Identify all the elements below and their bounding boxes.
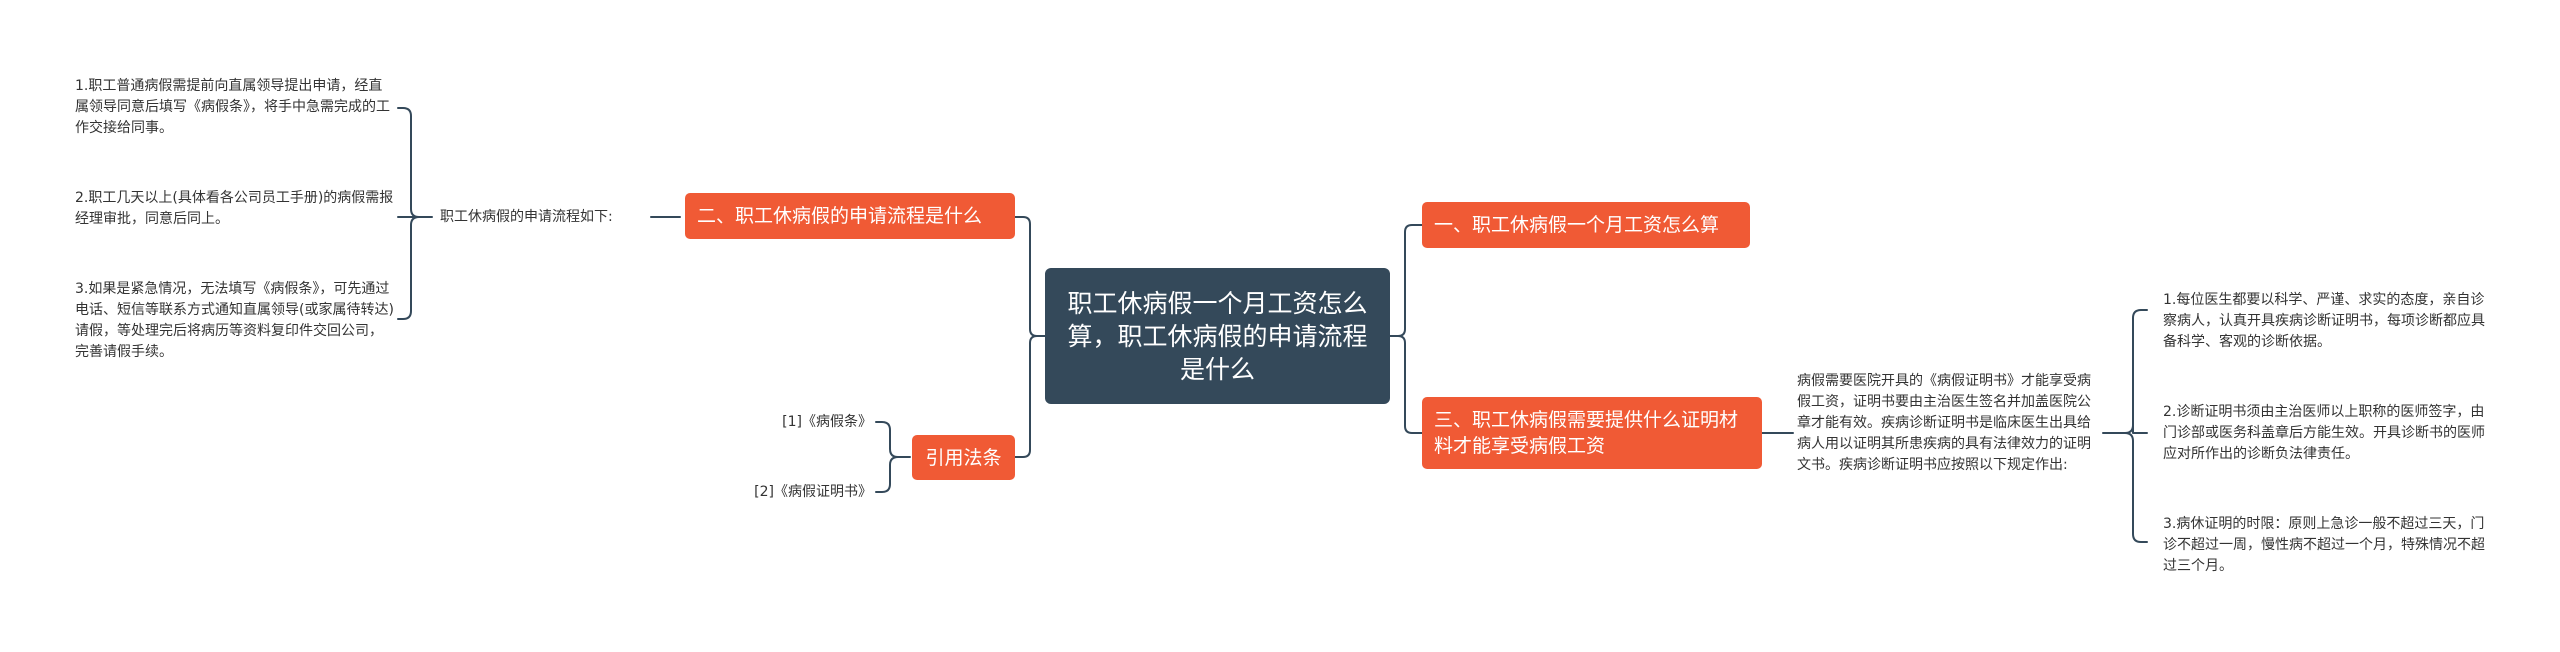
branch-certificate-materials[interactable]: 三、职工休病假需要提供什么证明材料才能享受病假工资 (1422, 397, 1762, 469)
root-topic-label: 职工休病假一个月工资怎么算，职工休病假的申请流程是什么 (1067, 288, 1368, 384)
cited-law-1-label: [1]《病假条》 (782, 414, 872, 430)
certificate-detail-label: 病假需要医院开具的《病假证明书》才能享受病假工资，证明书要由主治医生签名并加盖医… (1797, 373, 2091, 473)
process-item-3: 3.如果是紧急情况，无法填写《病假条》，可先通过电话、短信等联系方式通知直属领导… (75, 279, 395, 363)
certificate-item-1: 1.每位医生都要以科学、严谨、求实的态度，亲自诊察病人，认真开具疾病诊断证明书，… (2163, 290, 2493, 353)
connector-root-left-cite (1014, 335, 1046, 458)
branch-application-process-label: 二、职工休病假的申请流程是什么 (697, 205, 983, 227)
cited-law-2: [2]《病假证明书》 (720, 482, 872, 502)
certificate-item-3: 3.病休证明的时限：原则上急诊一般不超过三天，门诊不超过一周，慢性病不超过一个月… (2163, 514, 2493, 577)
bracket-right-items (2124, 309, 2148, 543)
process-item-1: 1.职工普通病假需提前向直属领导提出申请，经直属领导同意后填写《病假条》，将手中… (75, 76, 395, 139)
certificate-detail-text: 病假需要医院开具的《病假证明书》才能享受病假工资，证明书要由主治医生签名并加盖医… (1797, 371, 2103, 499)
branch-certificate-materials-label: 三、职工休病假需要提供什么证明材料才能享受病假工资 (1434, 409, 1739, 457)
certificate-item-2: 2.诊断证明书须由主治医师以上职称的医师签字，由门诊部或医务科盖章后方能生效。开… (2163, 402, 2493, 465)
process-item-2: 2.职工几天以上(具体看各公司员工手册)的病假需报经理审批，同意后同上。 (75, 188, 395, 230)
root-topic[interactable]: 职工休病假一个月工资怎么算，职工休病假的申请流程是什么 (1045, 268, 1390, 404)
process-detail-label: 职工休病假的申请流程如下: (440, 209, 613, 225)
branch-salary-calculation-label: 一、职工休病假一个月工资怎么算 (1434, 214, 1720, 236)
process-item-3-label: 3.如果是紧急情况，无法填写《病假条》，可先通过电话、短信等联系方式通知直属领导… (75, 281, 394, 360)
branch-application-process[interactable]: 二、职工休病假的申请流程是什么 (685, 193, 1015, 239)
branch-salary-calculation[interactable]: 一、职工休病假一个月工资怎么算 (1422, 202, 1750, 248)
process-detail-text: 职工休病假的申请流程如下: (440, 207, 613, 227)
certificate-item-1-label: 1.每位医生都要以科学、严谨、求实的态度，亲自诊察病人，认真开具疾病诊断证明书，… (2163, 292, 2485, 350)
connector-root-left-2 (1014, 216, 1046, 337)
cited-law-2-label: [2]《病假证明书》 (754, 484, 872, 500)
bracket-left-items (397, 107, 420, 320)
process-item-2-label: 2.职工几天以上(具体看各公司员工手册)的病假需报经理审批，同意后同上。 (75, 190, 394, 227)
branch-cited-laws[interactable]: 引用法条 (912, 435, 1015, 480)
certificate-item-2-label: 2.诊断证明书须由主治医师以上职称的医师签字，由门诊部或医务科盖章后方能生效。开… (2163, 404, 2485, 462)
branch-cited-laws-label: 引用法条 (925, 446, 1002, 469)
connector-root-right-3 (1389, 335, 1423, 434)
cited-law-1: [1]《病假条》 (760, 412, 872, 432)
certificate-item-3-label: 3.病休证明的时限：原则上急诊一般不超过三天，门诊不超过一周，慢性病不超过一个月… (2163, 516, 2485, 574)
connector-root-right-1 (1389, 224, 1423, 337)
bracket-cite-items (875, 421, 911, 493)
process-item-1-label: 1.职工普通病假需提前向直属领导提出申请，经直属领导同意后填写《病假条》，将手中… (75, 78, 390, 136)
